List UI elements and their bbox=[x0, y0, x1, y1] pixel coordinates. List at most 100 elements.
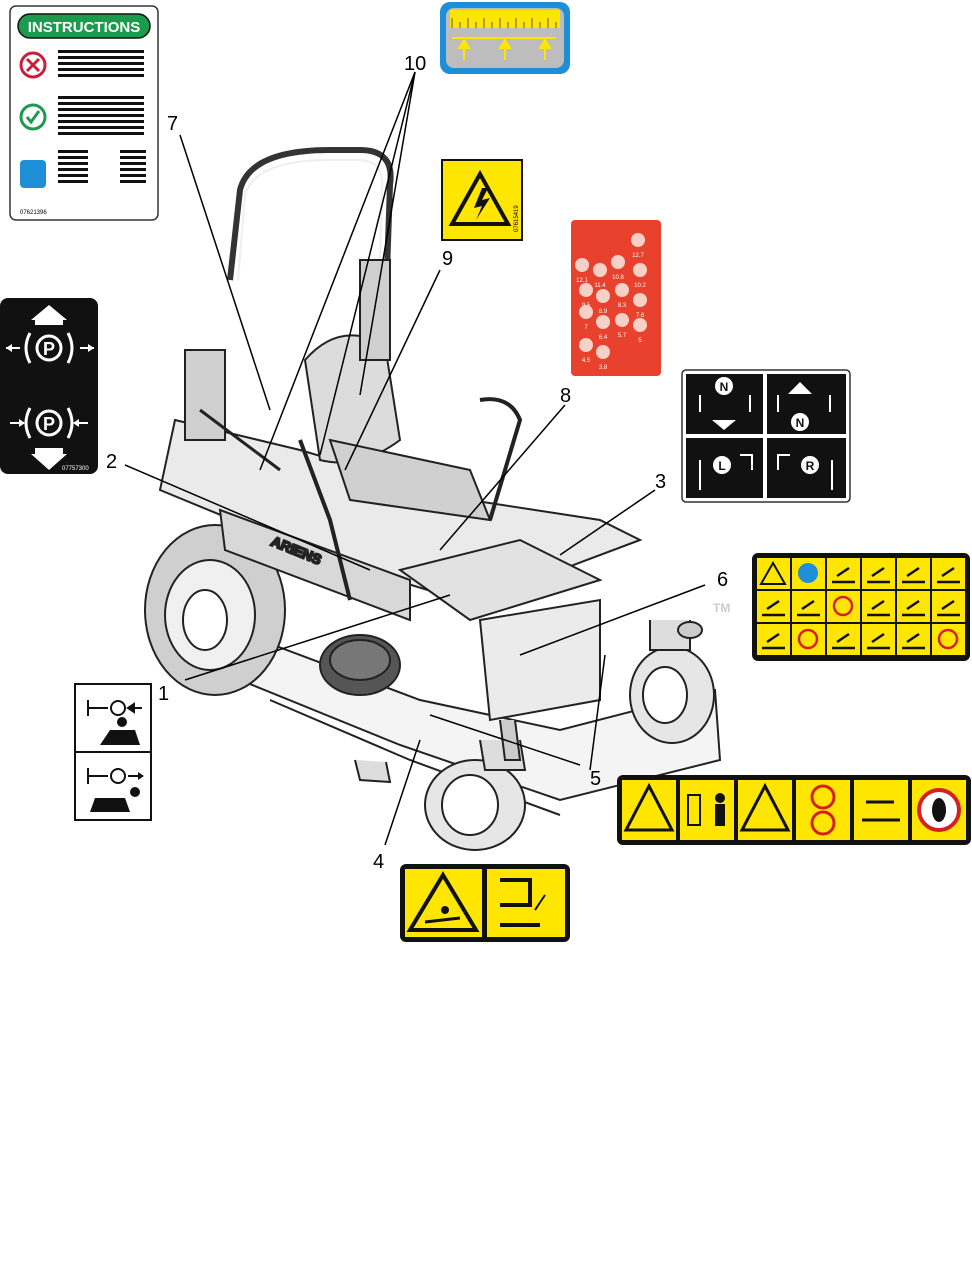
height-dot bbox=[579, 338, 593, 352]
left-turn-label: L bbox=[718, 459, 725, 473]
height-dot bbox=[611, 255, 625, 269]
neutral-label-1: N bbox=[720, 380, 729, 394]
electrical-hazard-decal: 07615419 bbox=[441, 159, 523, 241]
leader-10b bbox=[319, 71, 416, 456]
zero-turn-mower-illustration: ARIENS ARIENS bbox=[144, 147, 722, 851]
operator-presence-decal bbox=[74, 683, 152, 821]
prohibited-icon-small bbox=[832, 595, 854, 617]
motion-control-decal: N N L R bbox=[681, 369, 851, 503]
height-value-label: 5 bbox=[638, 338, 642, 344]
hazard-pictogram-icon bbox=[902, 599, 925, 617]
operator-off-seat-icon bbox=[90, 798, 130, 812]
hazard-pictogram-icon bbox=[867, 599, 890, 617]
parking-brake-icon-bottom bbox=[35, 409, 63, 437]
height-dot bbox=[596, 315, 610, 329]
hazard-strip-panel bbox=[796, 780, 850, 840]
leader-1 bbox=[184, 594, 451, 681]
leader-8 bbox=[439, 404, 566, 551]
safety-pictogram-cell bbox=[757, 591, 790, 622]
height-gauge-decal bbox=[440, 2, 570, 74]
hazard-strip-panel bbox=[854, 780, 908, 840]
leader-6 bbox=[519, 584, 706, 656]
height-dot bbox=[633, 318, 647, 332]
cutting-height-decal: 12.712.111.410.810.29.58.98.37.676.45.75… bbox=[571, 220, 661, 376]
height-value-label: 7 bbox=[584, 325, 588, 331]
callout-2: 2 bbox=[106, 451, 117, 473]
electrical-part-number: 07615419 bbox=[514, 205, 520, 232]
safety-pictogram-cell bbox=[792, 624, 825, 655]
safety-pictogram-cell bbox=[897, 624, 930, 655]
height-dot bbox=[579, 305, 593, 319]
height-dot bbox=[631, 233, 645, 247]
warning-triangle-icon-deck bbox=[406, 871, 480, 932]
hazard-pictogram-icon bbox=[902, 632, 925, 650]
safety-pictogram-cell bbox=[827, 558, 860, 589]
callout-numbers: 1 2 3 4 5 6 7 8 9 10 bbox=[106, 53, 728, 873]
height-dot bbox=[575, 258, 589, 272]
hazard-strip-panels bbox=[622, 780, 966, 840]
leader-lines bbox=[124, 71, 706, 846]
height-dot bbox=[615, 313, 629, 327]
brake-letter-top: P bbox=[43, 339, 55, 359]
callout-4: 4 bbox=[373, 851, 384, 873]
instructions-part-number: 07621396 bbox=[20, 210, 47, 216]
height-dot bbox=[579, 283, 593, 297]
leader-2 bbox=[124, 464, 371, 571]
down-arrow-icon bbox=[31, 454, 67, 470]
forward-arrow-icon bbox=[788, 382, 812, 394]
left-turn-arrow-icon bbox=[699, 454, 753, 490]
hazard-pictogram-icon bbox=[937, 566, 960, 584]
safety-pictogram-cell bbox=[932, 624, 965, 655]
height-dot bbox=[593, 263, 607, 277]
leader-10a bbox=[259, 71, 416, 471]
height-value-label: 6.4 bbox=[599, 335, 608, 341]
watermark-tm: TM bbox=[713, 601, 730, 615]
deck-hazard-decal bbox=[400, 864, 570, 942]
up-arrow-icon bbox=[31, 305, 67, 320]
leader-9 bbox=[344, 269, 441, 471]
height-value-label: 11.4 bbox=[594, 283, 606, 289]
callout-7: 7 bbox=[167, 113, 178, 135]
hazard-pictogram-icon bbox=[832, 566, 855, 584]
height-value-label: 8.3 bbox=[618, 303, 627, 309]
leader-10c bbox=[359, 71, 416, 396]
safety-pictogram-cell bbox=[897, 591, 930, 622]
hazard-strip-decal bbox=[617, 775, 971, 845]
prohibited-icon-small bbox=[797, 628, 819, 650]
leader-5 bbox=[429, 714, 581, 766]
warning-triangle-icon-strip bbox=[739, 782, 791, 832]
height-value-label: 12.1 bbox=[576, 278, 588, 284]
leader-3 bbox=[559, 489, 656, 556]
height-dot bbox=[633, 293, 647, 307]
reverse-arrow-icon bbox=[712, 420, 736, 430]
safety-pictogram-cell bbox=[827, 624, 860, 655]
hazard-pictogram-icon bbox=[902, 566, 925, 584]
warning-triangle-icon-small bbox=[759, 560, 787, 585]
lightning-bolt-icon bbox=[474, 188, 490, 220]
parking-brake-decal: P P 07757300 bbox=[0, 298, 98, 474]
rider-mower-icon bbox=[100, 730, 140, 745]
prohibited-icon-strip bbox=[810, 810, 836, 836]
safety-pictogram-cell bbox=[862, 558, 895, 589]
instructions-decal: INSTRUCTIONS 07621396 bbox=[9, 5, 159, 221]
hazard-pictogram-icon bbox=[867, 566, 890, 584]
brake-letter-bottom: P bbox=[43, 414, 55, 434]
leader-5b bbox=[589, 654, 606, 771]
height-value-label: 10.2 bbox=[634, 283, 646, 289]
callout-1: 1 bbox=[158, 683, 169, 705]
leader-4 bbox=[384, 739, 421, 846]
height-value-label: 3.8 bbox=[599, 365, 608, 371]
callout-10: 10 bbox=[404, 53, 426, 75]
key-remove-icon bbox=[862, 800, 900, 822]
hazard-pictogram-icon bbox=[937, 599, 960, 617]
prohibited-icon-small bbox=[937, 628, 959, 650]
callout-3: 3 bbox=[655, 471, 666, 493]
safety-pictogram-cell bbox=[792, 591, 825, 622]
height-value-dots: 12.712.111.410.810.29.58.98.37.676.45.75… bbox=[575, 233, 647, 371]
neutral-label-2: N bbox=[796, 416, 805, 430]
height-value-label: 12.7 bbox=[632, 253, 644, 259]
hazard-pictogram-icon bbox=[762, 632, 785, 650]
hazard-pictogram-icon bbox=[832, 632, 855, 650]
height-value-label: 4.5 bbox=[582, 358, 591, 364]
